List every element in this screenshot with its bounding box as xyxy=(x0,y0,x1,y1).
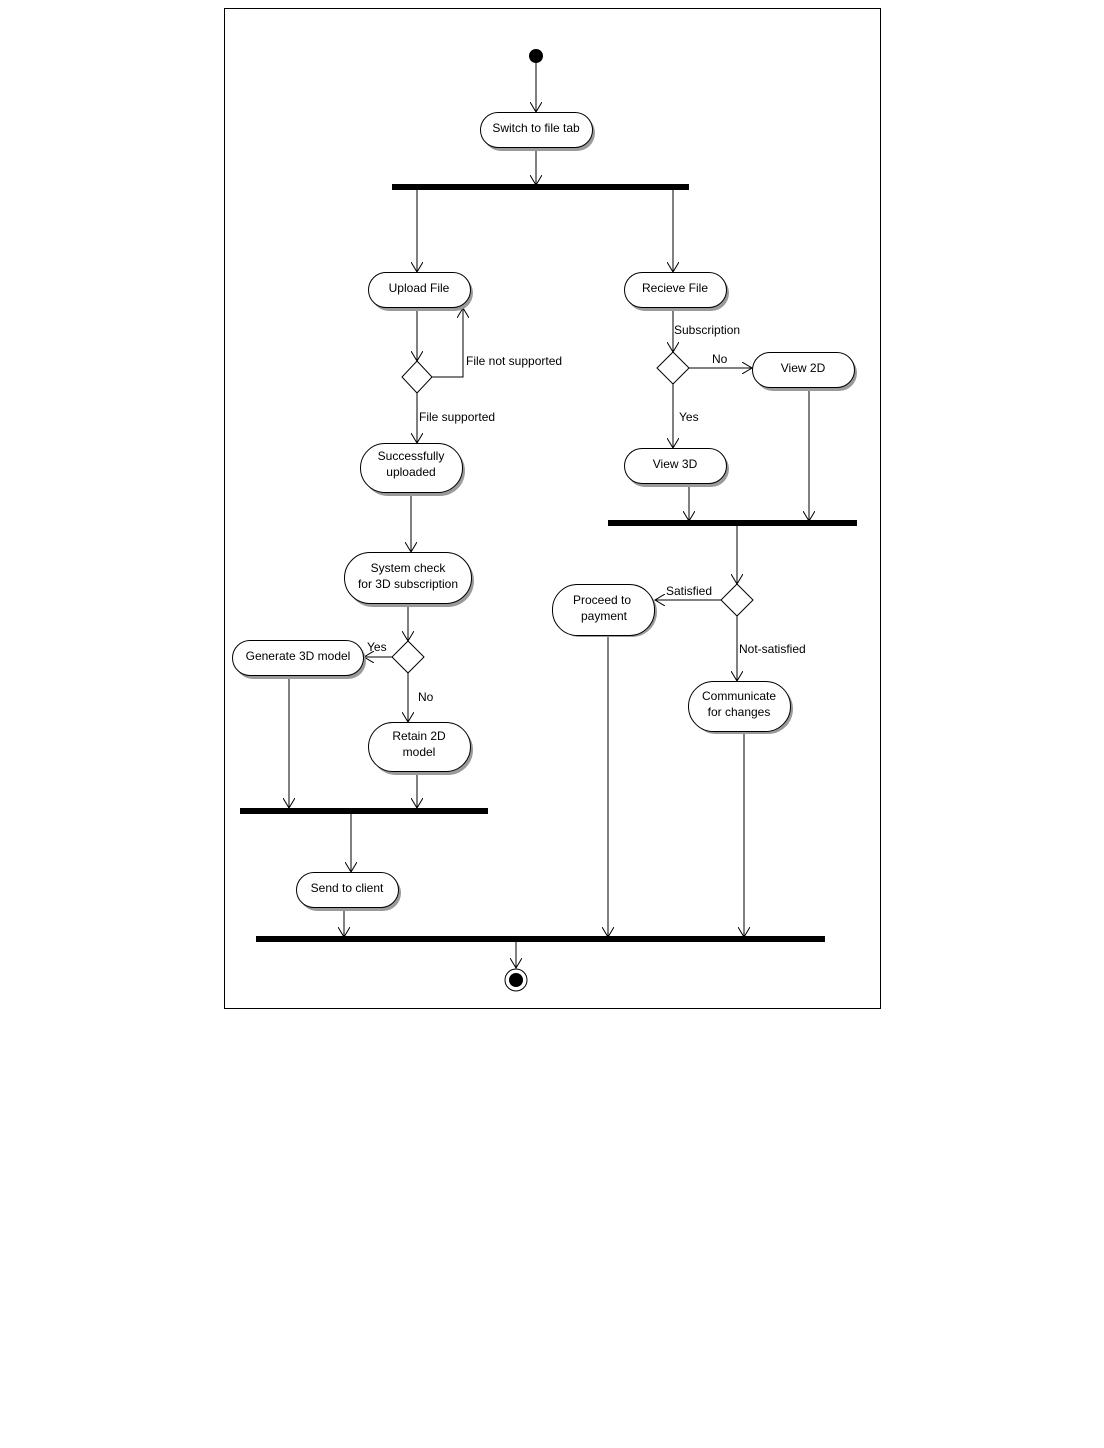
guard-satisfied: Satisfied xyxy=(666,584,712,598)
action-label-line2: for 3D subscription xyxy=(358,577,458,591)
action-view-3d: View 3D xyxy=(624,448,729,487)
action-send-to-client: Send to client xyxy=(296,872,401,911)
action-label: Switch to file tab xyxy=(492,121,580,135)
decision-file-supported xyxy=(401,360,433,394)
initial-node xyxy=(529,49,543,63)
guard-no-retain: No xyxy=(418,690,434,704)
guard-yes-view3d: Yes xyxy=(679,410,699,424)
action-label-line1: Proceed to xyxy=(573,593,631,607)
action-label-line1: System check xyxy=(371,561,447,575)
action-label: View 3D xyxy=(653,457,698,471)
guard-not-satisfied: Not-satisfied xyxy=(739,642,806,656)
action-switch-file-tab: Switch to file tab xyxy=(480,112,595,151)
action-retain-2d-model: Retain 2D model xyxy=(368,722,473,775)
action-label-line1: Successfully xyxy=(378,449,445,463)
fork-join-bars xyxy=(240,184,857,942)
action-receive-file: Recieve File xyxy=(624,272,729,311)
action-label: View 2D xyxy=(781,361,826,375)
action-successfully-uploaded: Successfully uploaded xyxy=(360,443,465,496)
action-proceed-to-payment: Proceed to payment xyxy=(552,584,657,637)
action-label-line1: Retain 2D xyxy=(392,729,446,743)
action-label-line2: for changes xyxy=(708,705,771,719)
decision-nodes xyxy=(391,351,754,674)
action-label-line2: model xyxy=(403,745,436,759)
action-label: Generate 3D model xyxy=(246,649,351,663)
fork-bar-top xyxy=(392,184,689,190)
edges xyxy=(289,63,809,968)
guard-yes-generate: Yes xyxy=(367,640,387,654)
guard-no-view2d: No xyxy=(712,352,728,366)
decision-subscription-left xyxy=(391,640,425,674)
decision-satisfied xyxy=(720,583,754,617)
action-communicate-for-changes: Communicate for changes xyxy=(688,681,793,734)
decision-subscription-right xyxy=(656,351,690,385)
action-label: Send to client xyxy=(311,881,384,895)
action-view-2d: View 2D xyxy=(752,352,857,391)
action-upload-file: Upload File xyxy=(368,272,473,311)
action-label-line1: Communicate xyxy=(702,689,776,703)
join-bar-right xyxy=(608,520,857,526)
guard-labels: File not supported File supported Subscr… xyxy=(367,323,806,704)
action-label-line2: uploaded xyxy=(386,465,435,479)
guard-file-supported: File supported xyxy=(419,410,495,424)
action-label: Upload File xyxy=(389,281,450,295)
guard-subscription: Subscription xyxy=(674,323,740,337)
action-label-line2: payment xyxy=(581,609,628,623)
action-system-check: System check for 3D subscription xyxy=(344,552,474,607)
diagram-frame xyxy=(224,8,881,1009)
guard-file-not-supported: File not supported xyxy=(466,354,562,368)
join-bar-left xyxy=(240,808,488,814)
final-node xyxy=(504,968,528,992)
action-label: Recieve File xyxy=(642,281,708,295)
join-bar-final xyxy=(256,936,825,942)
action-generate-3d-model: Generate 3D model xyxy=(232,640,366,679)
